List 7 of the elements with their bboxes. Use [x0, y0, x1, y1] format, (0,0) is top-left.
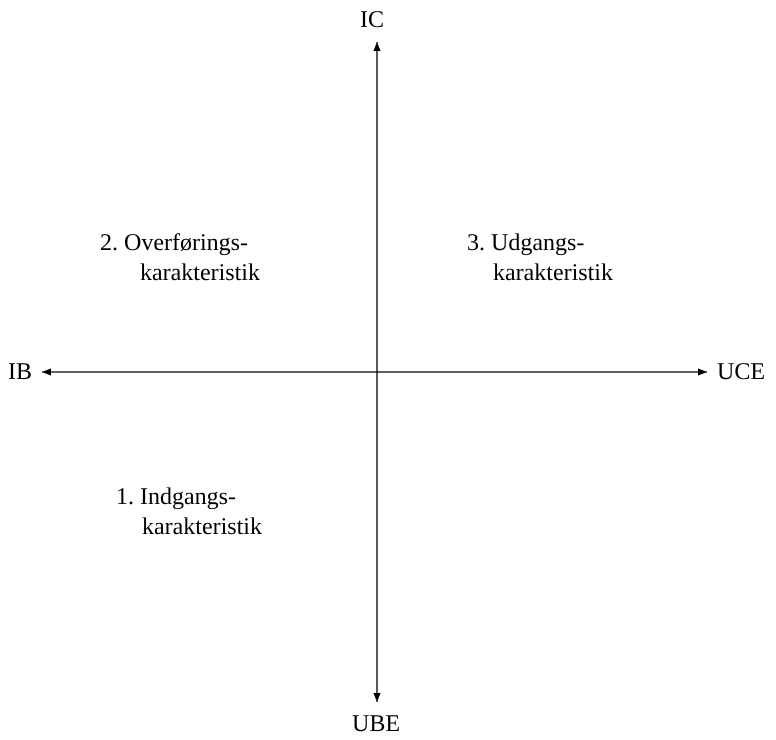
axis-label: UBE — [352, 710, 400, 738]
axis-label: UCE — [717, 358, 765, 386]
region-label: 1. Indgangs- karakteristik — [116, 483, 263, 542]
axis-label: IB — [8, 358, 32, 386]
region-label: 3. Udgangs- karakteristik — [467, 229, 614, 288]
region-label: 2. Overførings- karakteristik — [100, 229, 261, 288]
axis-label: IC — [360, 6, 384, 34]
